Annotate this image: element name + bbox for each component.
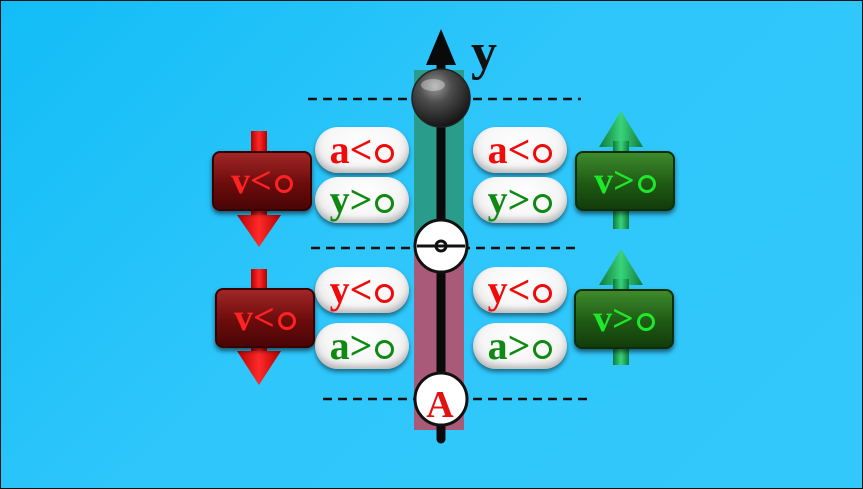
pill-var: a — [329, 127, 350, 172]
zero-circle-icon — [375, 283, 395, 303]
lower-left-position-pill: y< — [315, 267, 409, 313]
zero-circle-icon — [533, 143, 553, 163]
ball-highlight — [421, 79, 445, 91]
lower-left-accel-pill: a> — [315, 323, 409, 369]
zero-circle-icon — [274, 175, 293, 193]
velocity-var: v — [234, 297, 254, 339]
zero-circle-icon — [533, 339, 553, 359]
ball-icon — [411, 68, 471, 128]
velocity-sign: > — [612, 298, 634, 340]
pill-sign: > — [507, 177, 531, 222]
velocity-var: v — [594, 160, 614, 202]
pill-var: a — [329, 323, 350, 368]
y-axis-arrowhead-icon — [426, 29, 456, 65]
pill-var: y — [487, 177, 508, 222]
upper-left-accel-pill: a< — [315, 127, 409, 173]
zero-circle-icon — [533, 193, 553, 213]
pill-sign: > — [349, 177, 373, 222]
upper-right-accel-pill: a< — [473, 127, 567, 173]
upper-left-position-pill: y> — [315, 177, 409, 223]
velocity-sign: > — [613, 160, 635, 202]
pill-sign: < — [507, 127, 531, 172]
zero-circle-icon — [533, 283, 553, 303]
upper-left-velocity-box: v< — [212, 151, 312, 211]
zero-circle-icon — [375, 143, 395, 163]
pill-var: y — [487, 267, 508, 312]
zero-circle-icon — [375, 193, 395, 213]
y-axis-label: y — [471, 24, 497, 81]
point-a-label: A — [426, 384, 454, 426]
pill-sign: > — [507, 323, 531, 368]
velocity-sign: < — [250, 160, 272, 202]
pill-var: a — [487, 127, 508, 172]
pill-var: y — [329, 177, 350, 222]
pill-sign: > — [349, 323, 373, 368]
zero-circle-icon — [637, 175, 656, 193]
lower-right-accel-pill: a> — [473, 323, 567, 369]
pill-var: y — [329, 267, 350, 312]
pill-sign: < — [349, 267, 373, 312]
zero-circle-icon — [636, 313, 655, 331]
point-a-marker — [413, 371, 469, 427]
upper-right-position-pill: y> — [473, 177, 567, 223]
velocity-var: v — [231, 160, 251, 202]
pill-sign: < — [507, 267, 531, 312]
velocity-sign: < — [253, 297, 275, 339]
zero-circle-icon — [375, 339, 395, 359]
pill-var: a — [487, 323, 508, 368]
lower-right-position-pill: y< — [473, 267, 567, 313]
lower-left-velocity-box: v< — [215, 288, 315, 348]
lower-right-velocity-box: v> — [574, 289, 674, 349]
pill-sign: < — [349, 127, 373, 172]
zero-circle-icon — [277, 312, 296, 330]
upper-right-velocity-box: v> — [575, 151, 675, 211]
velocity-var: v — [593, 298, 613, 340]
